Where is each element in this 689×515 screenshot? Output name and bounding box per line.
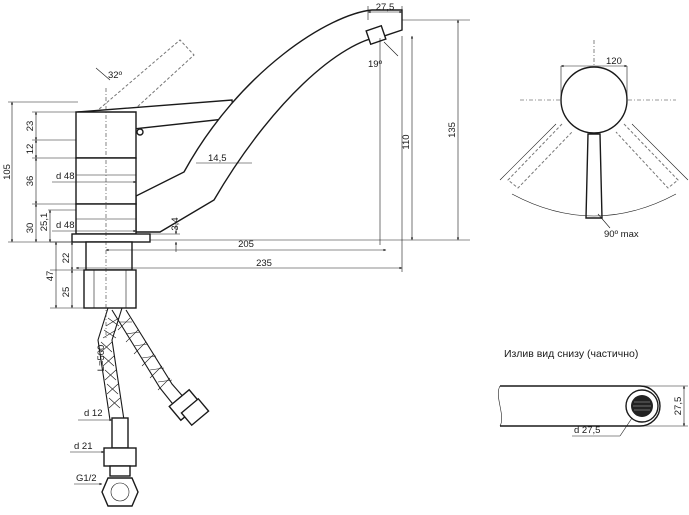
dim-base-thickness: 3,4 <box>170 217 181 230</box>
dim-height-spout: 110 <box>401 134 412 149</box>
dim-nut-height-47: 47 <box>45 271 56 282</box>
bottom-view-title: Излив вид снизу (частично) <box>504 348 638 360</box>
dim-height-36: 36 <box>25 176 36 187</box>
top-view-lever <box>585 133 603 219</box>
top-view-handle <box>560 66 628 134</box>
lever-screw <box>136 128 144 136</box>
dim-rotation: 90º max <box>604 229 639 240</box>
faucet-side-view <box>71 9 403 507</box>
dim-bottom-width: 27,5 <box>673 397 684 416</box>
dim-height-total: 135 <box>447 122 458 138</box>
aerator <box>365 24 387 46</box>
dim-nut-height-25: 25 <box>61 287 72 298</box>
dim-reach-total: 235 <box>256 258 272 269</box>
dim-height-30: 30 <box>25 223 36 234</box>
hose-left <box>97 307 139 507</box>
dim-outlet-diameter: d 27,5 <box>574 425 600 436</box>
dim-height-105: 105 <box>2 164 13 180</box>
bottom-view: Излив вид снизу (частично) 27,5 d 27,5 <box>498 348 688 437</box>
spout-bottom-outline <box>500 385 661 427</box>
dim-hose-diameter: d 12 <box>84 408 103 419</box>
dim-fitting-diameter: d 21 <box>74 441 93 452</box>
side-dimensions: 27,5 19º 32º 14,5 110 135 205 235 d 48 d… <box>2 2 470 309</box>
dim-height-25-1: 25,1 <box>39 213 50 232</box>
mounting-stud <box>85 241 133 271</box>
dim-lever-angle: 32º <box>108 70 123 81</box>
base-ring <box>71 233 151 243</box>
dim-height-23: 23 <box>25 121 36 132</box>
dim-thread: G1/2 <box>76 473 97 484</box>
hose-right <box>111 309 210 427</box>
dim-body-diameter-top: d 48 <box>56 171 75 182</box>
thread-fitting <box>101 477 139 507</box>
mounting-nut <box>83 269 137 309</box>
hose-ferrule-left <box>111 417 129 449</box>
top-view: 120 90º max <box>499 40 689 240</box>
dim-handle-diameter: 120 <box>606 56 622 67</box>
dim-spout-width: 27,5 <box>376 2 395 13</box>
dim-spout-angle: 19º <box>368 59 383 70</box>
hose-dimensions: L=500 d 12 d 21 G1/2 <box>70 345 113 486</box>
dim-height-12: 12 <box>25 144 36 155</box>
hose-nut-left <box>103 447 137 467</box>
dim-body-diameter-bottom: d 48 <box>56 220 75 231</box>
dim-pipe-diameter: 14,5 <box>208 153 227 164</box>
dim-nut-height-22: 22 <box>61 253 72 264</box>
dim-reach-inner: 205 <box>238 239 254 250</box>
dim-hose-length: L=500 <box>96 345 107 372</box>
